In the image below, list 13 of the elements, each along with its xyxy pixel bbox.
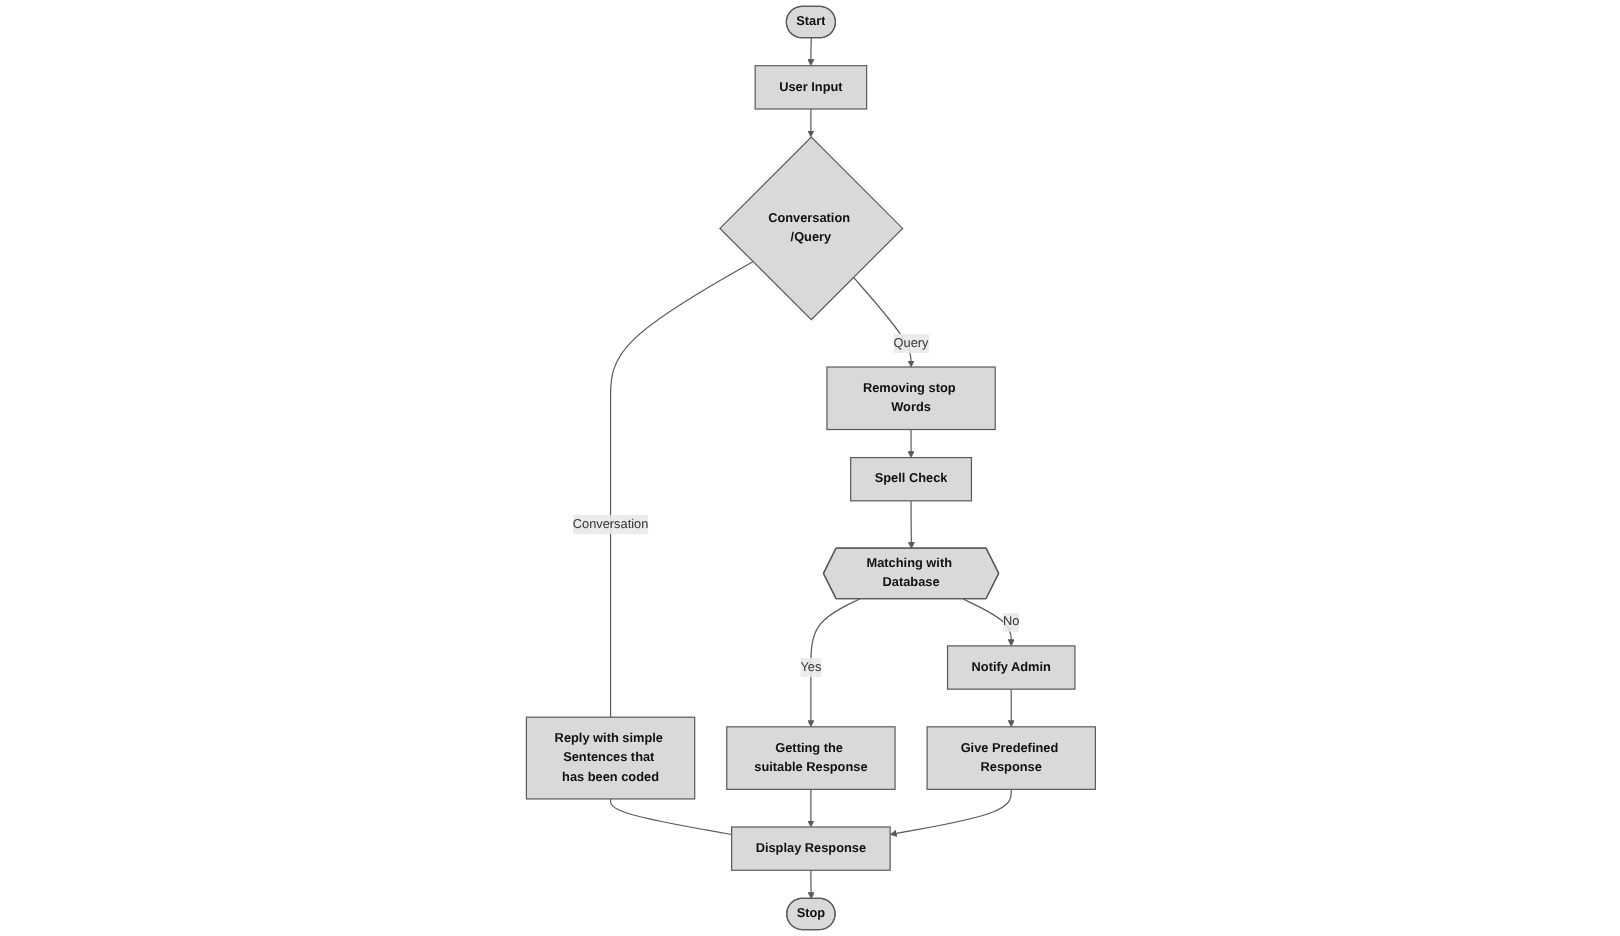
connector: [609, 798, 732, 836]
arrow: [806, 869, 814, 900]
arrow: [906, 428, 914, 458]
arrow: [806, 598, 860, 728]
arrow: [906, 500, 914, 549]
arrow: [961, 598, 1014, 647]
arrow: [806, 37, 814, 67]
connector: [609, 261, 753, 718]
arrow: [1006, 688, 1014, 728]
arrow: [888, 788, 1011, 837]
arrow: [806, 108, 814, 138]
arrow: [851, 276, 914, 368]
arrow: [806, 788, 814, 828]
